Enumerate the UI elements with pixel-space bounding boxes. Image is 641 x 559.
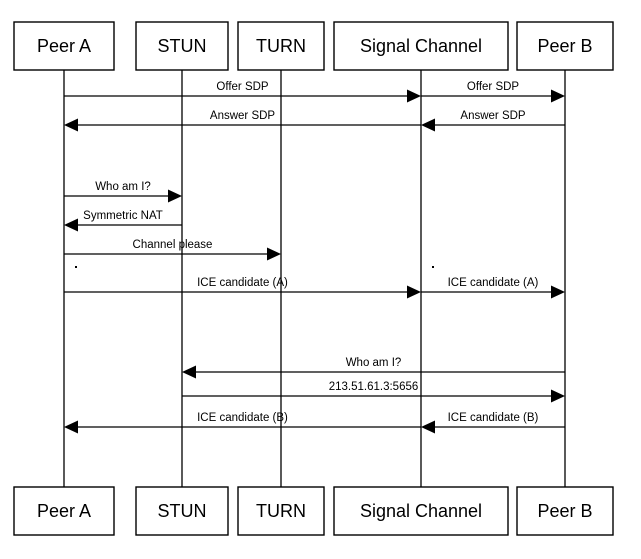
footer-boxes-layer: Peer A STUN TURN Signal Channel Peer B — [13, 486, 614, 536]
message-arrowhead-offer-sdp-a-to-signal — [407, 89, 421, 103]
footer-participant-signal-channel[interactable]: Signal Channel — [333, 486, 509, 536]
message-label-ice-b-to-signal: ICE candidate (B) — [448, 412, 539, 424]
message-offer-sdp-a-to-signal[interactable]: Offer SDP — [64, 81, 421, 103]
header-boxes-layer: Peer A STUN TURN Signal Channel Peer B — [13, 21, 614, 71]
message-label-stun-reflexive-address: 213.51.61.3:5656 — [329, 381, 419, 393]
header-participant-signal-channel[interactable]: Signal Channel — [333, 21, 509, 71]
header-participant-box-stun — [135, 21, 229, 71]
message-arrowhead-ice-a-to-signal — [407, 285, 421, 299]
message-arrowhead-ice-b-to-signal — [421, 420, 435, 434]
message-ice-b-to-signal[interactable]: ICE candidate (B) — [421, 412, 565, 434]
message-ice-signal-to-b[interactable]: ICE candidate (A) — [421, 277, 565, 299]
mark-peer-a — [75, 266, 77, 268]
footer-participant-label-peer-b: Peer B — [537, 501, 592, 521]
message-arrowhead-ice-signal-to-a — [64, 420, 78, 434]
header-participant-stun[interactable]: STUN — [135, 21, 229, 71]
footer-participant-turn[interactable]: TURN — [237, 486, 325, 536]
message-label-who-am-i-b-to-stun: Who am I? — [346, 357, 402, 369]
header-participant-box-peer-a — [13, 21, 115, 71]
footer-participant-label-peer-a: Peer A — [37, 501, 91, 521]
message-label-who-am-i-a-to-stun: Who am I? — [95, 181, 151, 193]
message-arrowhead-ice-signal-to-b — [551, 285, 565, 299]
message-arrowhead-answer-sdp-signal-to-a — [64, 118, 78, 132]
message-ice-signal-to-a[interactable]: ICE candidate (B) — [64, 412, 421, 434]
header-participant-peer-a[interactable]: Peer A — [13, 21, 115, 71]
header-participant-label-peer-b: Peer B — [537, 36, 592, 56]
footer-participant-box-peer-a — [13, 486, 115, 536]
message-ice-a-to-signal[interactable]: ICE candidate (A) — [64, 277, 421, 299]
message-arrowhead-answer-sdp-b-to-signal — [421, 118, 435, 132]
footer-participant-box-peer-b — [516, 486, 614, 536]
message-label-ice-signal-to-a: ICE candidate (B) — [197, 412, 288, 424]
message-symmetric-nat[interactable]: Symmetric NAT — [64, 210, 182, 232]
message-label-answer-sdp-b-to-signal: Answer SDP — [460, 110, 526, 122]
footer-participant-stun[interactable]: STUN — [135, 486, 229, 536]
header-participant-peer-b[interactable]: Peer B — [516, 21, 614, 71]
header-participant-box-turn — [237, 21, 325, 71]
header-participant-label-peer-a: Peer A — [37, 36, 91, 56]
lifelines-layer — [63, 70, 566, 487]
mark-signal-channel — [432, 266, 434, 268]
message-arrowhead-stun-reflexive-address — [551, 389, 565, 403]
footer-participant-label-signal-channel: Signal Channel — [360, 501, 482, 521]
message-label-symmetric-nat: Symmetric NAT — [83, 210, 163, 222]
messages-layer: Offer SDP Offer SDP Answer SDP Answer SDP Wh… — [64, 81, 565, 434]
message-offer-sdp-signal-to-b[interactable]: Offer SDP — [421, 81, 565, 103]
header-participant-box-peer-b — [516, 21, 614, 71]
message-label-channel-please: Channel please — [133, 239, 213, 251]
message-label-ice-a-to-signal: ICE candidate (A) — [197, 277, 288, 289]
message-label-ice-signal-to-b: ICE candidate (A) — [448, 277, 539, 289]
header-participant-label-stun: STUN — [158, 36, 207, 56]
message-who-am-i-b-to-stun[interactable]: Who am I? — [182, 357, 565, 379]
message-label-answer-sdp-signal-to-a: Answer SDP — [210, 110, 276, 122]
footer-participant-box-stun — [135, 486, 229, 536]
footer-participant-box-turn — [237, 486, 325, 536]
message-label-offer-sdp-signal-to-b: Offer SDP — [467, 81, 520, 93]
message-arrowhead-offer-sdp-signal-to-b — [551, 89, 565, 103]
message-arrowhead-channel-please — [267, 247, 281, 261]
footer-participant-label-stun: STUN — [158, 501, 207, 521]
message-arrowhead-who-am-i-b-to-stun — [182, 365, 196, 379]
header-participant-label-turn: TURN — [256, 36, 306, 56]
footer-participant-label-turn: TURN — [256, 501, 306, 521]
message-stun-reflexive-address[interactable]: 213.51.61.3:5656 — [182, 381, 565, 403]
marks-layer — [75, 266, 434, 268]
message-label-offer-sdp-a-to-signal: Offer SDP — [216, 81, 269, 93]
footer-participant-box-signal-channel — [333, 486, 509, 536]
message-who-am-i-a-to-stun[interactable]: Who am I? — [64, 181, 182, 203]
header-participant-box-signal-channel — [333, 21, 509, 71]
footer-participant-peer-b[interactable]: Peer B — [516, 486, 614, 536]
header-participant-turn[interactable]: TURN — [237, 21, 325, 71]
message-arrowhead-symmetric-nat — [64, 218, 78, 232]
message-answer-sdp-b-to-signal[interactable]: Answer SDP — [421, 110, 565, 132]
message-arrowhead-who-am-i-a-to-stun — [168, 189, 182, 203]
message-channel-please[interactable]: Channel please — [64, 239, 281, 261]
header-participant-label-signal-channel: Signal Channel — [360, 36, 482, 56]
footer-participant-peer-a[interactable]: Peer A — [13, 486, 115, 536]
message-answer-sdp-signal-to-a[interactable]: Answer SDP — [64, 110, 421, 132]
